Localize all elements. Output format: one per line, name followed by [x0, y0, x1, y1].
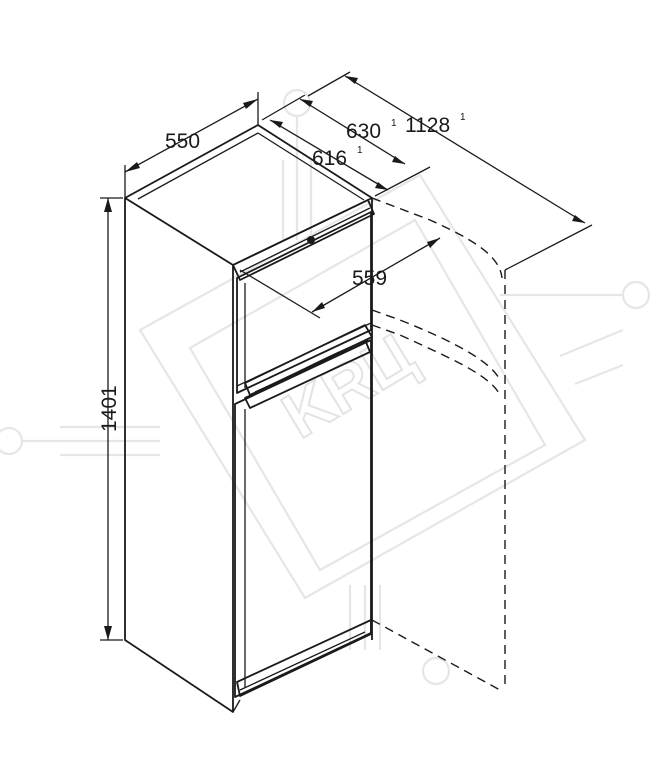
open-door-freezer-swing-2	[371, 324, 501, 396]
dimension-depth-total: 630 1	[261, 94, 431, 197]
open-door-bottom-swing	[371, 619, 501, 691]
dimension-depth-total-label: 630	[346, 120, 381, 143]
dimension-width: 550	[124, 92, 259, 198]
top-panel-inner-line-left	[137, 132, 259, 200]
watermark-inner-frame	[188, 218, 547, 572]
open-door-top-swing	[371, 197, 503, 279]
watermark-crosshair-bottom	[348, 585, 451, 686]
watermark-crosshair-right	[500, 280, 651, 386]
open-door-freezer-swing	[371, 309, 501, 381]
top-panel	[124, 124, 373, 266]
watermark-crosshair-top	[281, 88, 313, 240]
watermark-text: KRЦ	[270, 318, 427, 452]
dimension-door-open: 1128 1	[307, 71, 593, 271]
freezer-door-top-trim	[232, 199, 375, 281]
dimension-depth-body: 616 1	[269, 119, 389, 191]
dimension-inner-width-label: 559	[352, 267, 387, 290]
dimension-depth-body-label: 616	[312, 147, 347, 170]
watermark-crosshair-left	[0, 425, 160, 457]
dimension-door-open-label: 1128	[405, 114, 450, 137]
svg-text:1: 1	[460, 112, 466, 123]
dimension-inner-width: 559	[239, 237, 441, 319]
freezer-door-panel	[236, 211, 372, 394]
dimension-height-label: 1401	[98, 385, 121, 432]
fridge-door	[232, 339, 372, 713]
dimension-width-label: 550	[165, 130, 200, 153]
base-foot	[232, 699, 241, 713]
open-door-outline	[371, 197, 506, 691]
fridge-door-bottom-trim	[236, 619, 372, 697]
svg-text:1: 1	[391, 118, 397, 129]
svg-text:1: 1	[357, 145, 363, 156]
dimension-height: 1401	[98, 197, 123, 641]
top-panel-inner-line-right	[257, 132, 365, 201]
watermark-outer-frame	[138, 173, 587, 600]
